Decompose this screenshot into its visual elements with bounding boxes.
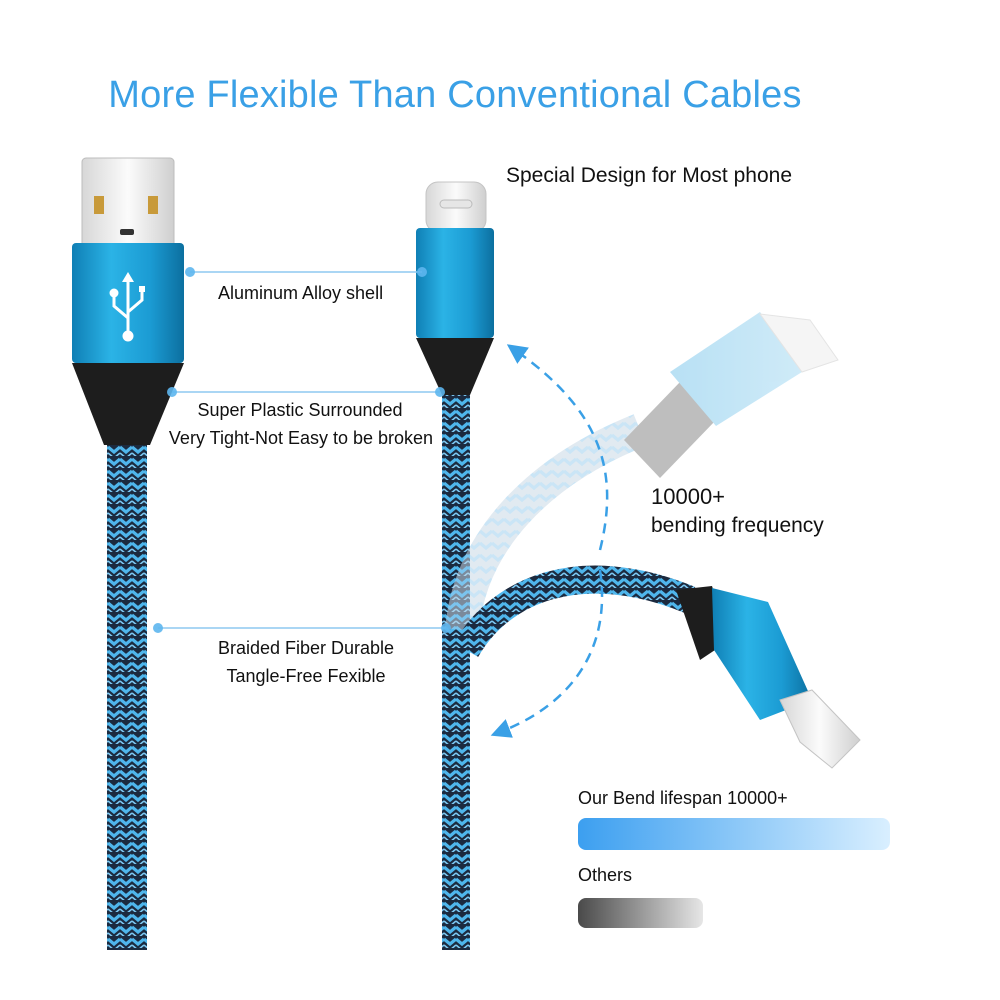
- aluminum-label: Aluminum Alloy shell: [218, 283, 384, 303]
- ghost-bent-cable: [445, 312, 839, 632]
- others-bar-fill: [578, 898, 703, 928]
- ours-bar-fill: [578, 818, 890, 850]
- usb-a-plastic-neck: [72, 363, 184, 445]
- bent-cable: [453, 565, 861, 769]
- type-c-aluminum-shell: [416, 228, 494, 338]
- bending-text: bending frequency: [651, 514, 824, 537]
- type-c-cable-straight: [416, 181, 494, 950]
- page-title: More Flexible Than Conventional Cables: [108, 74, 802, 116]
- braided-label-line1: Braided Fiber Durable: [217, 638, 395, 658]
- usb-a-cable: [72, 157, 184, 950]
- plastic-label-line1: Super Plastic Surrounded: [197, 400, 403, 420]
- motion-arrow-up: [506, 344, 609, 551]
- others-bar-label: Others: [578, 865, 633, 885]
- type-c-plastic-neck: [416, 338, 494, 395]
- callout-lines: [158, 271, 446, 629]
- motion-arrow-down: [490, 569, 604, 738]
- others-bar-track: [578, 898, 890, 928]
- special-design-label: Special Design for Most phone: [506, 164, 792, 187]
- plastic-label-line2: Very Tight-Not Easy to be broken: [168, 428, 434, 448]
- bending-count: 10000+: [651, 484, 726, 509]
- ours-bar-label: Our Bend lifespan 10000+: [578, 788, 788, 808]
- callout-dots: [153, 267, 451, 633]
- usb-a-braid: [107, 445, 147, 950]
- braided-label-line2: Tangle-Free Fexible: [226, 666, 386, 686]
- ours-bar-track: [578, 818, 890, 850]
- type-c-braid: [442, 395, 470, 950]
- usb-icon: [109, 272, 145, 342]
